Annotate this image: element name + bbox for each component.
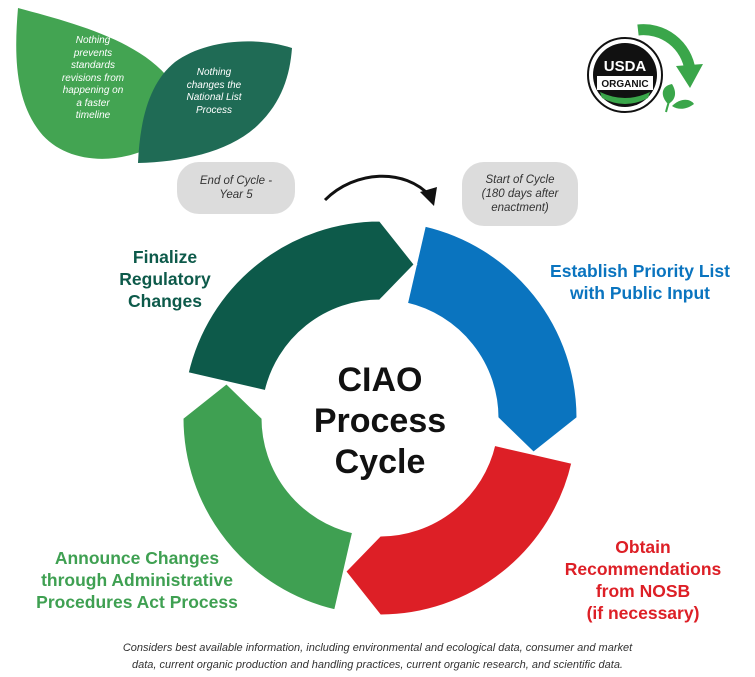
leaf-light-line: prevents — [73, 47, 113, 59]
leaf-light-line: Nothing — [75, 35, 111, 46]
usda-arrow-head — [676, 64, 703, 88]
finalize-line: Regulatory — [119, 269, 211, 289]
announce-line: Procedures Act Process — [36, 592, 238, 612]
footnote-line: Considers best available information, in… — [122, 642, 633, 654]
usda-logo-line1: USDA — [604, 58, 647, 75]
end-of-cycle-line: Year 5 — [219, 189, 253, 201]
leaf-light-line: standards — [71, 60, 115, 71]
leaf-dark-line: changes the — [186, 79, 242, 91]
leaf-light-line: timeline — [75, 110, 111, 121]
obtain-label: Obtain Recommendations from NOSB (if nec… — [548, 536, 738, 624]
leaf-dark-text: Nothing changes the National List Proces… — [172, 67, 256, 117]
center-title-line: CIAO — [337, 361, 423, 399]
usda-logo-line2: ORGANIC — [601, 79, 648, 90]
start-of-cycle-pill: Start of Cycle (180 days after enactment… — [462, 162, 578, 226]
leaf-dark-line: Nothing — [196, 67, 232, 78]
cycle-arrow-head — [420, 187, 437, 206]
usda-organic-logo: USDA ORGANIC — [587, 24, 703, 113]
footnote: Considers best available information, in… — [30, 640, 725, 674]
usda-seal-band — [597, 76, 653, 90]
leaf-dark-shape — [138, 41, 292, 163]
obtain-line: from NOSB — [595, 581, 691, 601]
establish-line: with Public Input — [570, 283, 710, 303]
finalize-line: Finalize — [132, 247, 198, 267]
leaf-dark-line: Process — [195, 104, 233, 116]
announce-line: through Administrative — [41, 570, 233, 590]
end-of-cycle-line: End of Cycle - — [199, 175, 273, 187]
finalize-label: Finalize Regulatory Changes — [100, 246, 230, 312]
leaf-light-shape — [16, 8, 177, 159]
announce-label: Announce Changes through Administrative … — [18, 547, 256, 613]
process-ring — [180, 218, 580, 618]
sprout-leaf-1 — [662, 84, 676, 104]
usda-seal-field — [600, 92, 650, 104]
leaf-light-text: Nothing prevents standards revisions fro… — [42, 35, 144, 123]
center-disk — [263, 301, 497, 535]
center-title-line: Process — [313, 402, 447, 440]
obtain-line: Recommendations — [564, 559, 722, 579]
finalize-line: Changes — [128, 291, 202, 311]
usda-seal-inner — [593, 43, 657, 107]
sprout-stem — [665, 91, 673, 113]
usda-cycle-arrow — [637, 24, 696, 72]
start-of-cycle-line: Start of Cycle — [485, 174, 555, 186]
establish-line: Establish Priority List — [550, 261, 730, 281]
announce-line: Announce Changes — [54, 548, 220, 568]
obtain-line: Obtain — [615, 537, 671, 557]
obtain-line: (if necessary) — [586, 603, 700, 623]
start-of-cycle-line: enactment) — [491, 202, 549, 214]
leaf-light-line: happening on — [62, 85, 124, 96]
center-title-line: Cycle — [334, 443, 426, 481]
leaf-light-line: a faster — [76, 97, 110, 109]
establish-label: Establish Priority List with Public Inpu… — [530, 260, 750, 304]
end-of-cycle-pill: End of Cycle - Year 5 — [177, 162, 295, 214]
leaf-light-line: revisions from — [61, 72, 125, 84]
center-title: CIAO Process Cycle — [290, 360, 470, 483]
cycle-arrow — [323, 174, 432, 202]
leaf-dark-line: National List — [186, 92, 242, 103]
start-of-cycle-line: (180 days after — [481, 188, 559, 200]
footnote-line: data, current organic production and han… — [131, 659, 623, 671]
sprout-leaf-2 — [672, 99, 694, 109]
